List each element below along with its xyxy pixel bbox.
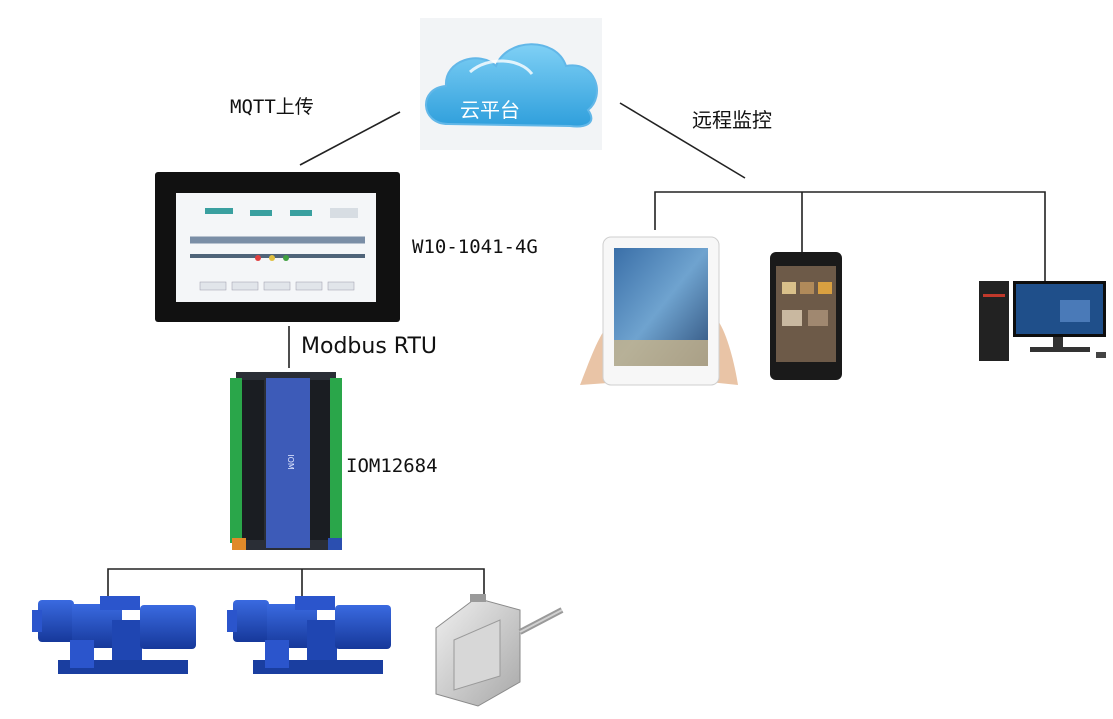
modbus-rtu-label: Modbus RTU	[301, 334, 437, 359]
mqtt-link-line	[299, 111, 401, 166]
remote-monitoring-label: 远程监控	[692, 108, 772, 132]
mqtt-upload-label: MQTT上传	[230, 96, 314, 118]
cloud-label: 云平台	[460, 98, 520, 122]
cloud-icon: 云平台	[420, 18, 602, 150]
hmi-model-label: W10-1041-4G	[412, 236, 538, 258]
smartphone-icon	[770, 252, 842, 380]
water-pump-icon	[227, 596, 391, 674]
desktop-pc-icon	[979, 281, 1106, 361]
remote-link-line	[619, 102, 746, 179]
remote-bus-line	[654, 191, 1046, 283]
field-bus-line	[107, 568, 485, 598]
io-module-model-label: IOM12684	[346, 455, 438, 477]
connection-lines	[107, 102, 1046, 600]
svg-text:IOM: IOM	[286, 454, 295, 470]
load-cell-sensor-icon	[435, 594, 564, 707]
hmi-panel-icon	[155, 172, 400, 322]
water-pump-icon	[32, 596, 196, 674]
tablet-icon	[580, 236, 738, 386]
io-module-icon: IOM	[230, 372, 342, 550]
